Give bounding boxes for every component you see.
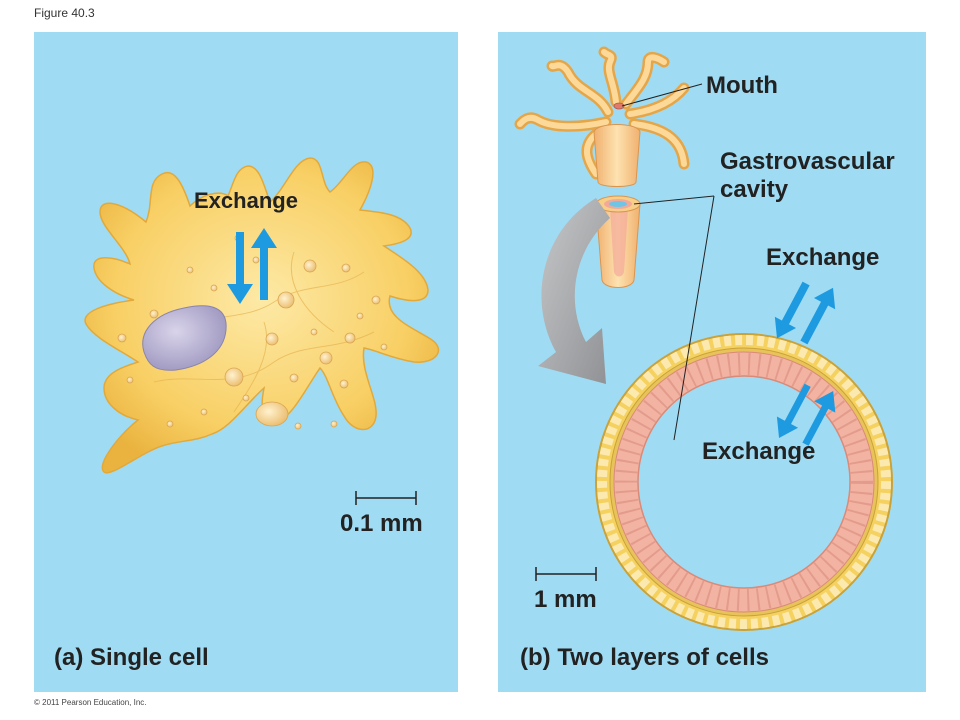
leader-lines bbox=[621, 83, 715, 441]
body-wall-cross-section bbox=[595, 333, 893, 631]
scale-bar-a bbox=[355, 491, 417, 505]
exchange-label-inner: Exchange bbox=[702, 438, 816, 465]
arrow-up-icon bbox=[800, 287, 836, 345]
scale-label-b: 1 mm bbox=[534, 586, 597, 613]
cavity-label-line2: cavity bbox=[720, 176, 789, 203]
exchange-arrows-inner bbox=[776, 383, 836, 446]
hydra-illustration bbox=[514, 46, 893, 631]
exchange-arrows-outer bbox=[774, 281, 836, 345]
panel-two-layers: Mouth Gastrovascular cavity Exchange Exc… bbox=[498, 32, 926, 692]
hydra-upper-body bbox=[593, 124, 641, 187]
nucleus bbox=[142, 305, 227, 371]
arrow-up-icon bbox=[251, 228, 277, 300]
mouth-label: Mouth bbox=[706, 72, 778, 99]
copyright-notice: © 2011 Pearson Education, Inc. bbox=[34, 698, 147, 707]
arrow-up-icon bbox=[802, 391, 836, 446]
arrow-down-icon bbox=[227, 232, 253, 304]
arrow-down-icon bbox=[776, 383, 811, 439]
scale-label-a: 0.1 mm bbox=[340, 510, 423, 537]
mouth-opening bbox=[613, 102, 625, 110]
tentacles bbox=[514, 46, 690, 180]
exchange-label-a: Exchange bbox=[194, 188, 298, 213]
amoeba-cell bbox=[84, 157, 440, 474]
caption-b: (b) Two layers of cells bbox=[520, 644, 769, 671]
curved-arrow-icon bbox=[538, 198, 610, 384]
figure-label: Figure 40.3 bbox=[34, 6, 95, 20]
scale-bar-b bbox=[535, 567, 597, 581]
single-cell-illustration bbox=[84, 157, 440, 505]
gastrovascular-cavity-label: Gastrovascular cavity bbox=[720, 148, 895, 204]
exchange-arrows-a bbox=[227, 228, 277, 304]
cavity-label-line1: Gastrovascular bbox=[720, 148, 895, 175]
outer-cell-layer bbox=[597, 335, 891, 629]
panel-single-cell: Exchange 0.1 mm (a) Single cell bbox=[34, 32, 458, 692]
caption-a: (a) Single cell bbox=[54, 644, 209, 671]
vacuoles bbox=[117, 234, 388, 430]
arrow-down-icon bbox=[774, 281, 810, 339]
exchange-label-outer: Exchange bbox=[766, 244, 880, 271]
